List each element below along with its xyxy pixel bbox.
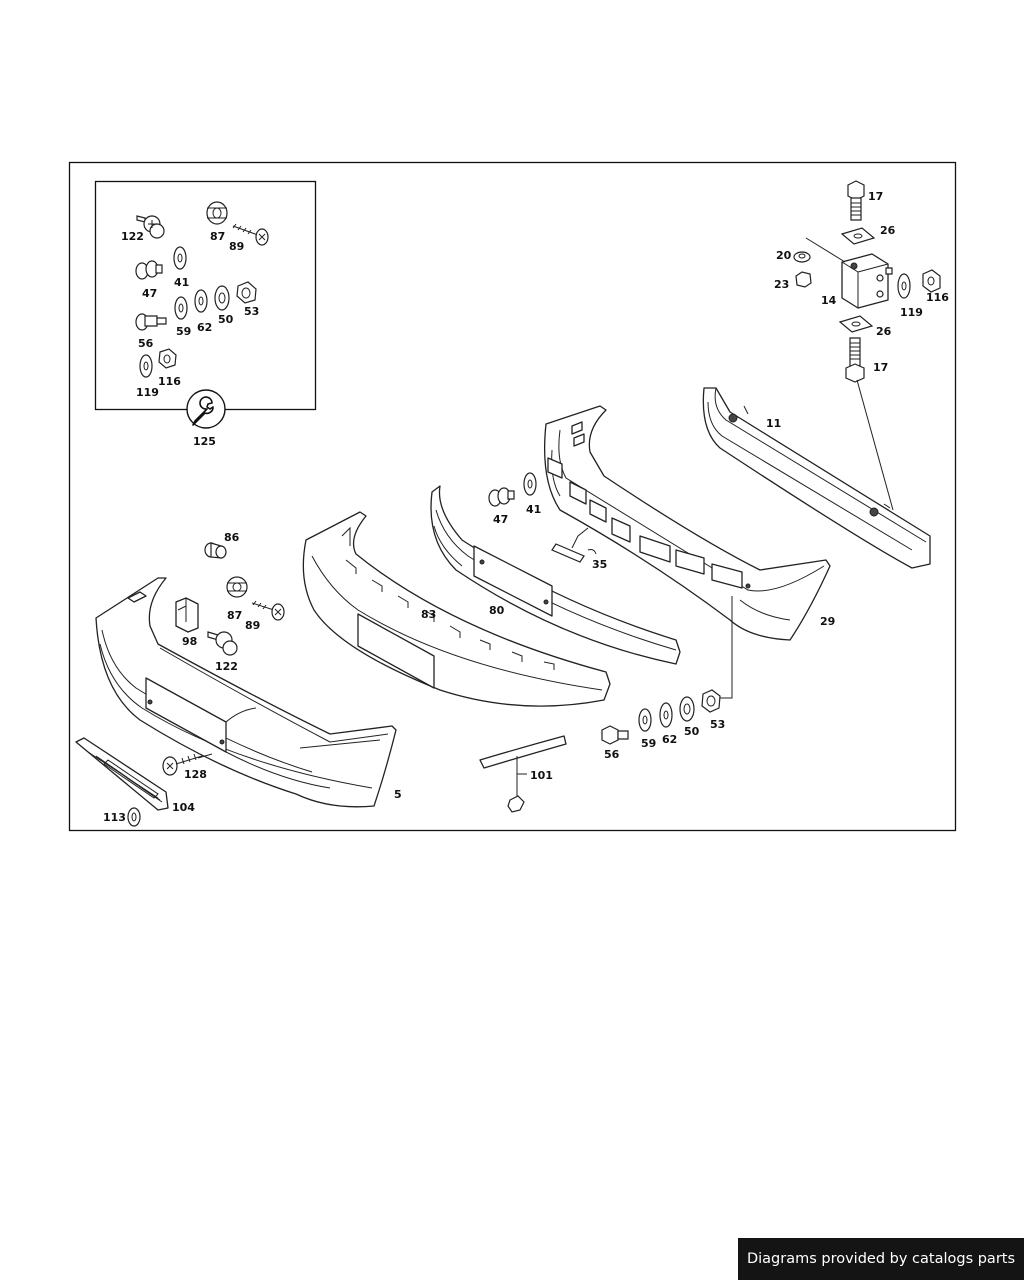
inset-washer-62 [194, 289, 208, 313]
inset-clip-47 [135, 260, 163, 280]
label-inset-87: 87 [210, 230, 225, 243]
label-11: 11 [766, 417, 781, 430]
leader-128 [197, 753, 213, 759]
label-26-top: 26 [880, 224, 896, 237]
wiring-clip-35 [551, 527, 597, 563]
label-inset-89: 89 [229, 240, 244, 253]
diagram-frame [68, 161, 957, 832]
inset-nut-87 [206, 201, 228, 225]
spacer-26-top [840, 227, 876, 245]
label-87: 87 [227, 609, 242, 622]
label-128: 128 [184, 768, 207, 781]
label-17-top: 17 [868, 190, 883, 203]
label-inset-53: 53 [244, 305, 259, 318]
bumper-part-5 [95, 577, 397, 808]
label-62: 62 [662, 733, 677, 746]
label-17-bottom: 17 [873, 361, 888, 374]
clip-47 [488, 487, 515, 507]
leader-17-to-bumper [856, 379, 894, 511]
grommet-113 [127, 807, 141, 827]
leader-20 [805, 237, 846, 263]
bushing-86 [204, 542, 227, 559]
label-inset-116: 116 [158, 375, 181, 388]
bumper-part-83 [302, 511, 611, 707]
grille-104 [75, 737, 169, 811]
wrench-icon [186, 389, 226, 429]
label-47: 47 [493, 513, 508, 526]
inset-nut-53 [236, 281, 257, 304]
leader-29-to-53 [718, 596, 733, 699]
label-83: 83 [421, 608, 436, 621]
label-inset-59: 59 [176, 325, 191, 338]
washer-41 [523, 472, 537, 496]
label-26-bottom: 26 [876, 325, 892, 338]
label-inset-56: 56 [138, 337, 154, 350]
footer-credit-badge: Diagrams provided by catalogs parts [738, 1238, 1024, 1280]
label-inset-119: 119 [136, 386, 159, 399]
label-122: 122 [215, 660, 238, 673]
nut-23 [795, 271, 812, 288]
footer-credit-text: Diagrams provided by catalogs parts [746, 1251, 1016, 1267]
bolt-56 [601, 725, 629, 745]
nut-53 [701, 689, 721, 713]
label-104: 104 [172, 801, 195, 814]
spacer-26-bottom [838, 315, 874, 333]
bumper-part-80 [430, 485, 681, 665]
nut-87 [226, 576, 248, 598]
label-inset-62: 62 [197, 321, 212, 334]
bracket-14 [841, 253, 893, 309]
inset-washer-41 [173, 246, 187, 270]
screw-128 [162, 753, 203, 776]
retainer-98 [175, 597, 199, 633]
washer-20 [793, 251, 811, 263]
nut-116 [922, 269, 941, 293]
label-inset-47: 47 [142, 287, 157, 300]
inset-washer-50 [214, 285, 230, 311]
washer-62 [659, 702, 673, 728]
inset-screw-89 [232, 223, 269, 246]
label-23: 23 [774, 278, 789, 291]
bolt-122 [207, 631, 238, 656]
label-inset-122: 122 [121, 230, 144, 243]
label-98: 98 [182, 635, 197, 648]
label-inset-41: 41 [174, 276, 189, 289]
label-59: 59 [641, 737, 656, 750]
bumper-part-11 [702, 387, 931, 569]
washer-59 [638, 708, 652, 732]
mounting-bolt-17-bottom [845, 337, 865, 383]
label-tool-125: 125 [193, 435, 216, 448]
label-119: 119 [900, 306, 923, 319]
label-86: 86 [224, 531, 240, 544]
label-53: 53 [710, 718, 725, 731]
label-113: 113 [103, 811, 126, 824]
mounting-bolt-17-top [847, 180, 865, 221]
label-5: 5 [394, 788, 402, 801]
label-89: 89 [245, 619, 260, 632]
label-41: 41 [526, 503, 541, 516]
bumper-part-29 [543, 405, 831, 641]
label-14: 14 [821, 294, 837, 307]
inset-bolt-122 [136, 215, 165, 239]
washer-50 [679, 696, 695, 722]
inset-washer-59 [174, 296, 188, 320]
inset-washer-119 [139, 354, 153, 378]
label-101: 101 [530, 769, 553, 782]
inset-bolt-56 [135, 313, 167, 331]
inset-nut-116 [158, 348, 177, 369]
label-20: 20 [776, 249, 792, 262]
label-inset-50: 50 [218, 313, 234, 326]
trim-strip-101 [479, 735, 567, 813]
label-80: 80 [489, 604, 505, 617]
washer-119 [897, 273, 911, 299]
label-56: 56 [604, 748, 620, 761]
label-50: 50 [684, 725, 700, 738]
screw-89 [251, 600, 285, 621]
label-116: 116 [926, 291, 949, 304]
label-29: 29 [820, 615, 835, 628]
label-35: 35 [592, 558, 607, 571]
